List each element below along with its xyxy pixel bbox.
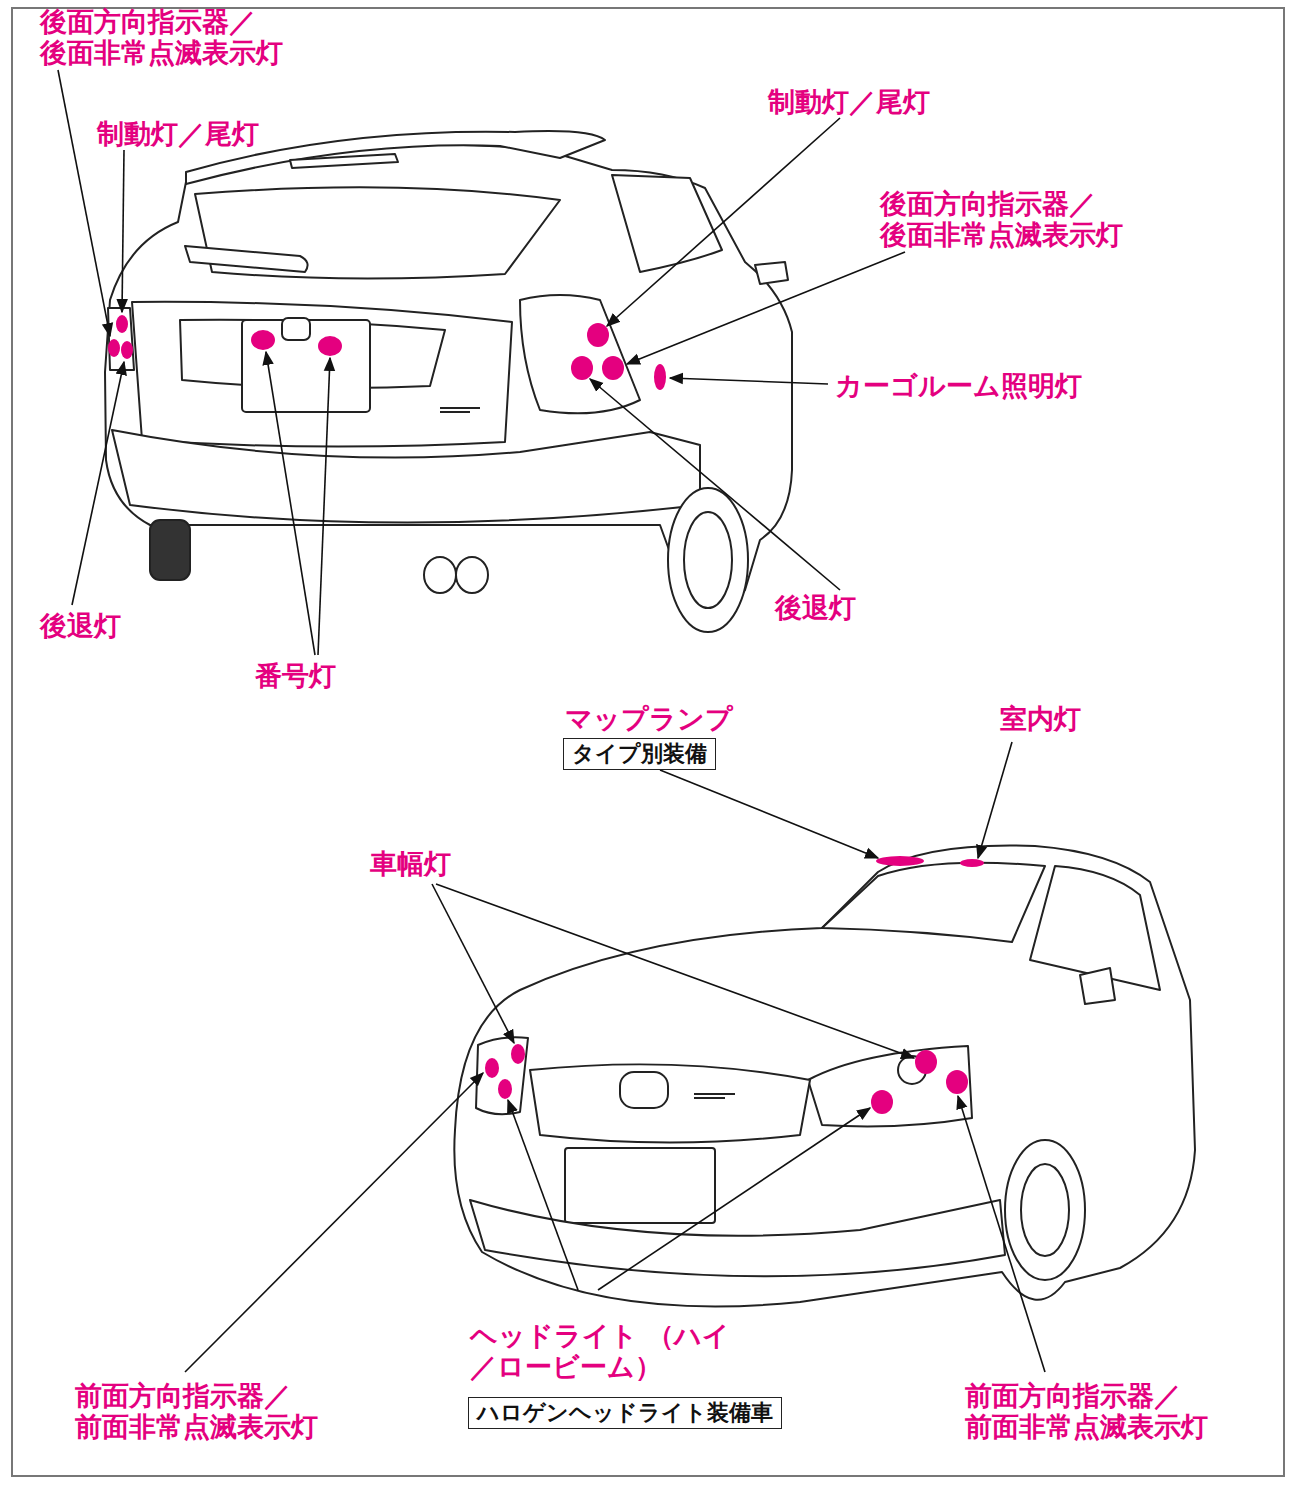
lamp-dot [915,1050,937,1074]
wheel-hub [1021,1164,1069,1256]
leader-line [607,118,840,326]
lamp-label: 後面方向指示器／ 後面非常点滅表示灯 [880,188,1132,250]
leader-line [660,770,878,858]
exhaust [424,557,456,593]
lamp-label: 後退灯 [40,610,121,641]
lamp-label: 前面方向指示器／ 前面非常点滅表示灯 [965,1380,1217,1442]
mirror [1080,968,1115,1004]
lamp-label: 車幅灯 [370,848,451,879]
lamp-dot [121,341,133,359]
lamp-label: 番号灯 [255,660,336,691]
leader-line [508,1100,578,1290]
lamp-dot [871,1090,893,1114]
leader-line [318,358,330,655]
lamp-label: 制動灯／尾灯 [768,86,930,117]
lamp-dot [946,1070,968,1094]
note-text: タイプ別装備 [572,740,707,767]
front-car [454,846,1195,1307]
tire [150,520,190,580]
tail-lamp-left [108,308,134,370]
frame [12,8,1284,1476]
emblem [620,1072,668,1108]
leader-line [72,362,124,605]
leader-line [958,1096,1045,1372]
lamp-dot [960,859,984,867]
leader-line [436,884,914,1058]
lamp-dot [571,356,593,380]
lamp-dot [108,339,120,357]
brake-lamp-high [290,154,398,168]
tailgate [132,302,512,447]
lamp-label: 後退灯 [775,592,856,623]
note-text: ハロゲンヘッドライト装備車 [477,1399,773,1426]
leader-line [598,1108,870,1290]
leader-line [266,352,315,655]
rear-car [105,131,792,632]
emblem [282,318,310,340]
lamp-label: ヘッドライト （ハイ／ロービーム） [470,1320,755,1382]
leader-line [590,379,840,590]
lamp-label: 後面方向指示器／ 後面非常点滅表示灯 [40,6,292,68]
leader-lines [58,70,1045,1372]
windshield [822,863,1045,942]
lamp-dot [116,315,128,333]
grille [530,1064,810,1142]
leader-line [185,1073,483,1372]
wheel-hub [684,512,732,608]
headlamp-right [808,1046,972,1126]
lamp-dot [876,856,924,866]
side-window [612,175,722,272]
headlamp-left [476,1037,528,1114]
lamp-label: マップランプ [565,703,733,734]
wiper [185,246,308,272]
leader-line [670,378,828,384]
lamp-label: 制動灯／尾灯 [97,118,259,149]
lamp-label: 室内灯 [1000,703,1081,734]
mirror [755,262,788,284]
lamp-label: カーゴルーム照明灯 [835,370,1082,401]
lamp-dot [587,323,609,347]
lamp-dot [251,330,275,350]
variant-note-box: タイプ別装備 [563,738,716,770]
lamp-dot [511,1044,525,1064]
leader-line [627,252,905,364]
leader-line [978,742,1012,858]
lamp-dot [498,1079,512,1099]
bumper [470,1200,1005,1276]
leader-line [58,70,110,336]
badge [694,1094,735,1098]
wheel [668,488,748,632]
wheel [1005,1140,1085,1280]
badge [440,408,480,412]
lamp-dot [654,364,666,390]
leader-line [122,150,124,312]
variant-note-box: ハロゲンヘッドライト装備車 [468,1397,782,1429]
lamp-markers [108,315,984,1114]
lamp-dot [602,356,624,380]
lamp-dot [485,1058,499,1078]
lamp-dot [318,336,342,356]
plate [565,1148,715,1223]
exhaust [456,557,488,593]
bumper [112,430,700,523]
lamp-label: 前面方向指示器／ 前面非常点滅表示灯 [75,1380,327,1442]
car-body [454,846,1195,1307]
